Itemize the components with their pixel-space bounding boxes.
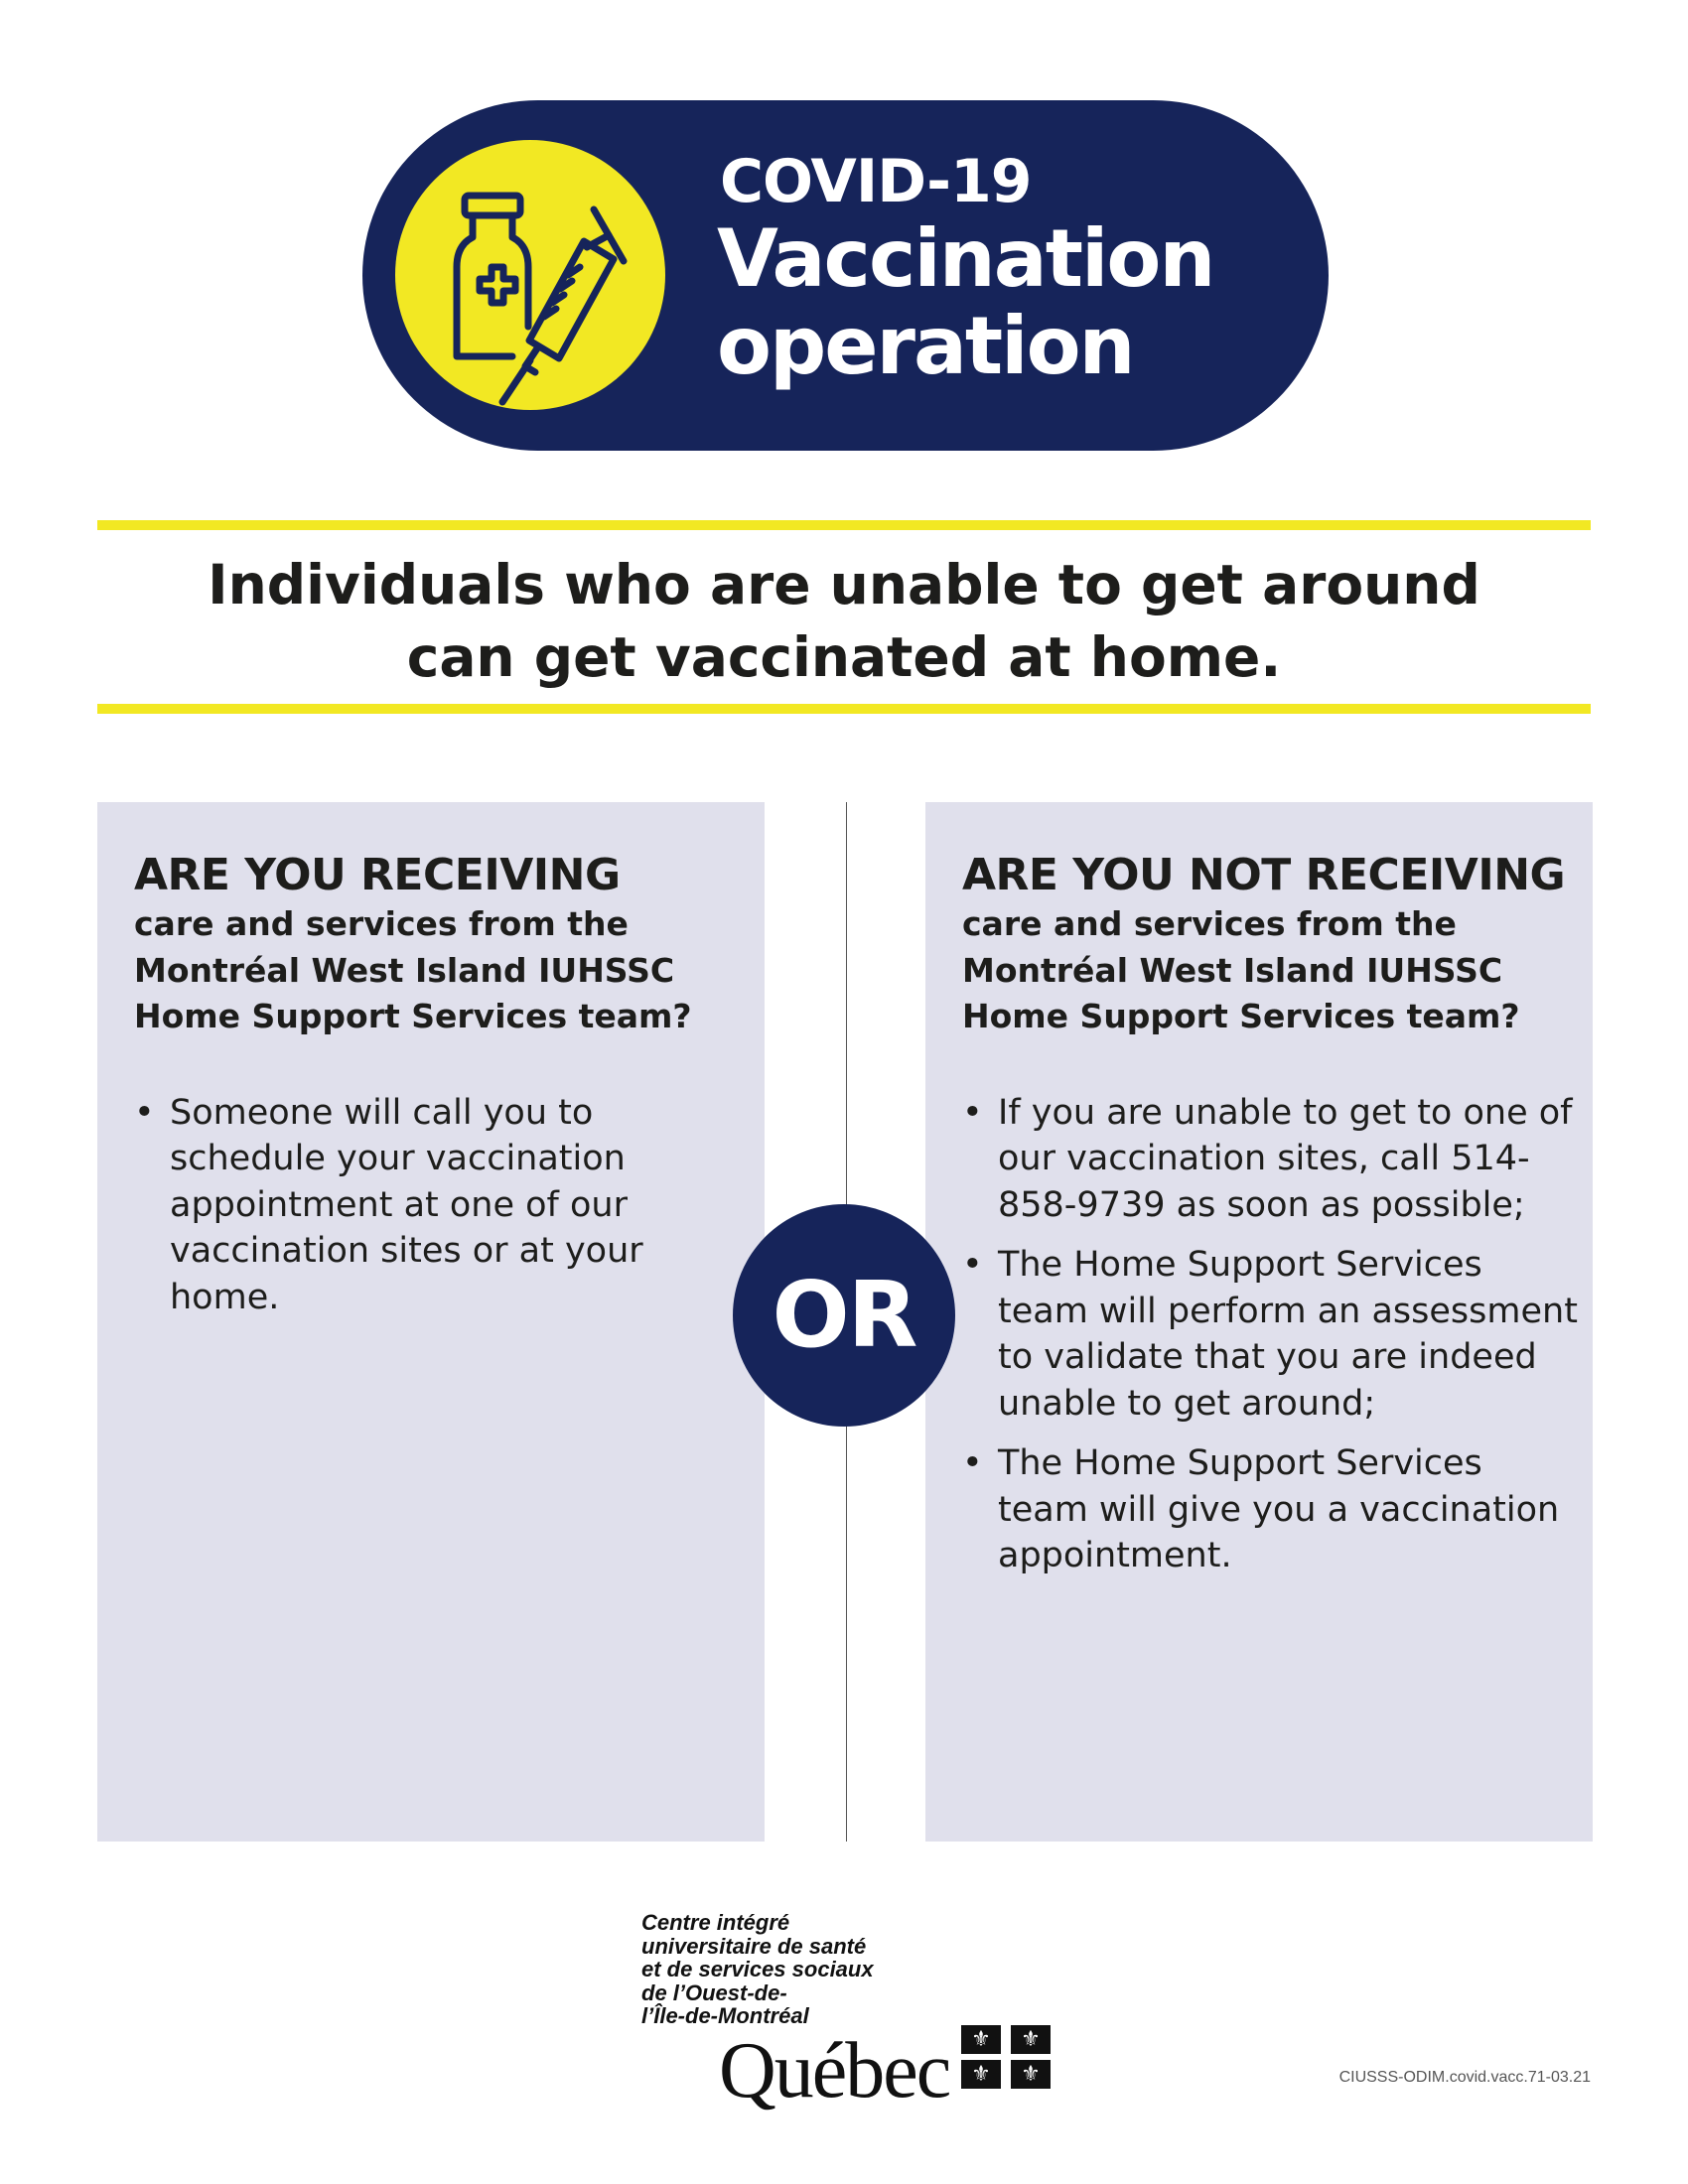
left-panel: ARE YOU RECEIVING care and services from… bbox=[97, 802, 765, 1842]
headline-line: Individuals who are unable to get around bbox=[208, 553, 1480, 616]
headline-line: can get vaccinated at home. bbox=[406, 625, 1282, 689]
logo-line: l’Île-de-Montréal bbox=[641, 2003, 809, 2028]
fleur-de-lis-icon: ⚜ bbox=[1011, 2025, 1051, 2054]
vaccine-vial-syringe-icon bbox=[453, 192, 628, 406]
fleur-de-lis-icon: ⚜ bbox=[961, 2025, 1001, 2054]
quebec-wordmark: Québec bbox=[719, 2027, 951, 2115]
logo-line: de l’Ouest-de- bbox=[641, 1979, 787, 2005]
yellow-rule-top bbox=[97, 520, 1591, 530]
left-heading: ARE YOU RECEIVING bbox=[134, 850, 621, 900]
logo-line: universitaire de santé bbox=[641, 1933, 867, 1959]
list-item: The Home Support Services team will perf… bbox=[962, 1242, 1583, 1427]
or-badge: OR bbox=[733, 1204, 955, 1427]
title-operation: operation bbox=[717, 300, 1135, 392]
list-item: Someone will call you to schedule your v… bbox=[134, 1090, 721, 1321]
title-covid: COVID-19 bbox=[720, 147, 1033, 216]
fleur-de-lis-icon: ⚜ bbox=[961, 2060, 1001, 2089]
right-panel: ARE YOU NOT RECEIVING care and services … bbox=[925, 802, 1593, 1842]
fleur-de-lis-icon: ⚜ bbox=[1011, 2060, 1051, 2089]
ciusss-logo-text: Centre intégré universitaire de santé et… bbox=[641, 1911, 874, 2028]
right-subheading: Montréal West Island IUHSSC bbox=[962, 950, 1503, 990]
quebec-flag-icon: ⚜ ⚜ ⚜ ⚜ bbox=[961, 2025, 1053, 2089]
list-item: If you are unable to get to one of our v… bbox=[962, 1090, 1583, 1229]
right-subheading: care and services from the bbox=[962, 904, 1457, 943]
logo-line: Centre intégré bbox=[641, 1910, 790, 1935]
left-subheading: Montréal West Island IUHSSC bbox=[134, 950, 675, 990]
document-code: CIUSSS-ODIM.covid.vacc.71-03.21 bbox=[1338, 2069, 1591, 2086]
right-bullet-list: If you are unable to get to one of our v… bbox=[962, 1090, 1583, 1579]
left-subheading: care and services from the bbox=[134, 904, 629, 943]
right-heading: ARE YOU NOT RECEIVING bbox=[962, 850, 1566, 900]
logo-line: et de services sociaux bbox=[641, 1957, 874, 1981]
right-subheading: Home Support Services team? bbox=[962, 997, 1520, 1035]
vaccine-badge bbox=[395, 140, 665, 410]
left-subheading: Home Support Services team? bbox=[134, 997, 692, 1035]
left-bullet-list: Someone will call you to schedule your v… bbox=[134, 1090, 721, 1321]
yellow-rule-bottom bbox=[97, 704, 1591, 714]
list-item: The Home Support Services team will give… bbox=[962, 1440, 1583, 1579]
title-vaccination: Vaccination bbox=[717, 212, 1215, 305]
headline: Individuals who are unable to get around… bbox=[97, 549, 1591, 694]
